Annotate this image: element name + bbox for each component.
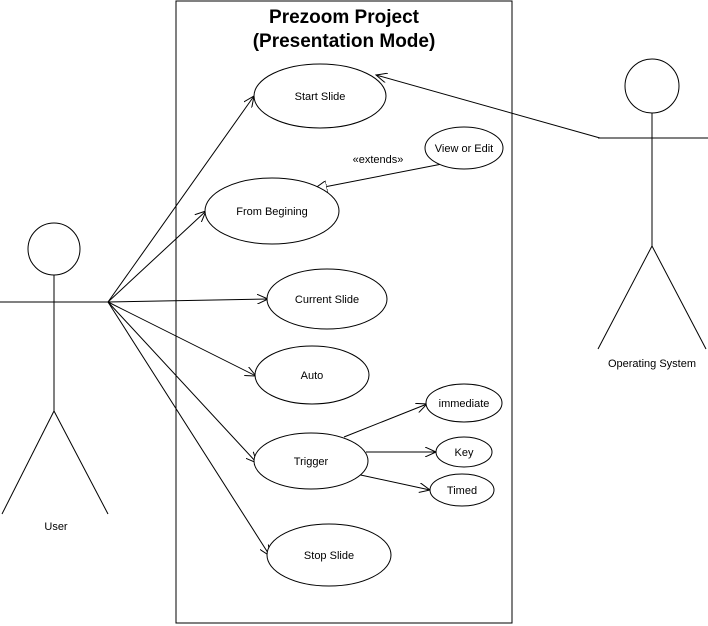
use-case-start-slide-label: Start Slide (295, 91, 346, 103)
extends-view-edit-from-beginning (314, 163, 443, 189)
use-case-view-or-edit (424, 126, 504, 170)
actor-os-head (624, 58, 680, 114)
use-case-immediate (425, 383, 503, 423)
use-case-timed (429, 473, 495, 507)
assoc-user-auto (107, 301, 256, 376)
actor-os-right-leg (651, 245, 707, 350)
assoc-os-start-slide (376, 75, 601, 139)
use-case-from-beginning (204, 177, 340, 245)
use-case-trigger (253, 432, 369, 490)
use-case-current-slide (266, 268, 388, 330)
use-case-start-slide (253, 63, 387, 129)
assoc-trigger-immediate (343, 404, 427, 438)
system-boundary (175, 0, 513, 624)
assoc-user-from-beginning (107, 211, 206, 303)
use-case-current-slide-label: Current Slide (295, 294, 359, 306)
use-case-trigger-label: Trigger (294, 456, 329, 468)
assoc-user-current-slide (107, 299, 268, 302)
diagram-title-line2: (Presentation Mode) (253, 31, 436, 52)
use-case-key (435, 436, 493, 468)
actor-user-right-leg (53, 410, 109, 515)
actor-user (0, 222, 110, 515)
actor-user-label: User (44, 521, 68, 533)
actor-operating-system (597, 58, 708, 350)
use-case-timed-label: Timed (447, 485, 477, 497)
use-case-from-beginning-label: From Begining (236, 206, 308, 218)
actor-user-head (27, 222, 81, 276)
actor-os-left-leg (597, 245, 653, 350)
use-case-stop-slide-label: Stop Slide (304, 550, 354, 562)
assoc-user-trigger (107, 301, 257, 463)
use-case-view-or-edit-label: View or Edit (435, 143, 494, 155)
actor-user-left-leg (1, 410, 55, 515)
use-case-immediate-label: immediate (439, 398, 490, 410)
diagram-title-line1: Prezoom Project (269, 7, 420, 28)
extends-label: «extends» (353, 154, 404, 166)
assoc-user-start-slide (107, 96, 254, 303)
actor-os-label: Operating System (608, 358, 696, 370)
use-case-auto-label: Auto (301, 370, 324, 382)
use-case-stop-slide (266, 523, 392, 587)
assoc-trigger-timed (355, 473, 430, 490)
assoc-user-stop-slide (107, 301, 270, 556)
use-case-key-label: Key (455, 447, 474, 459)
use-case-auto (254, 345, 370, 405)
